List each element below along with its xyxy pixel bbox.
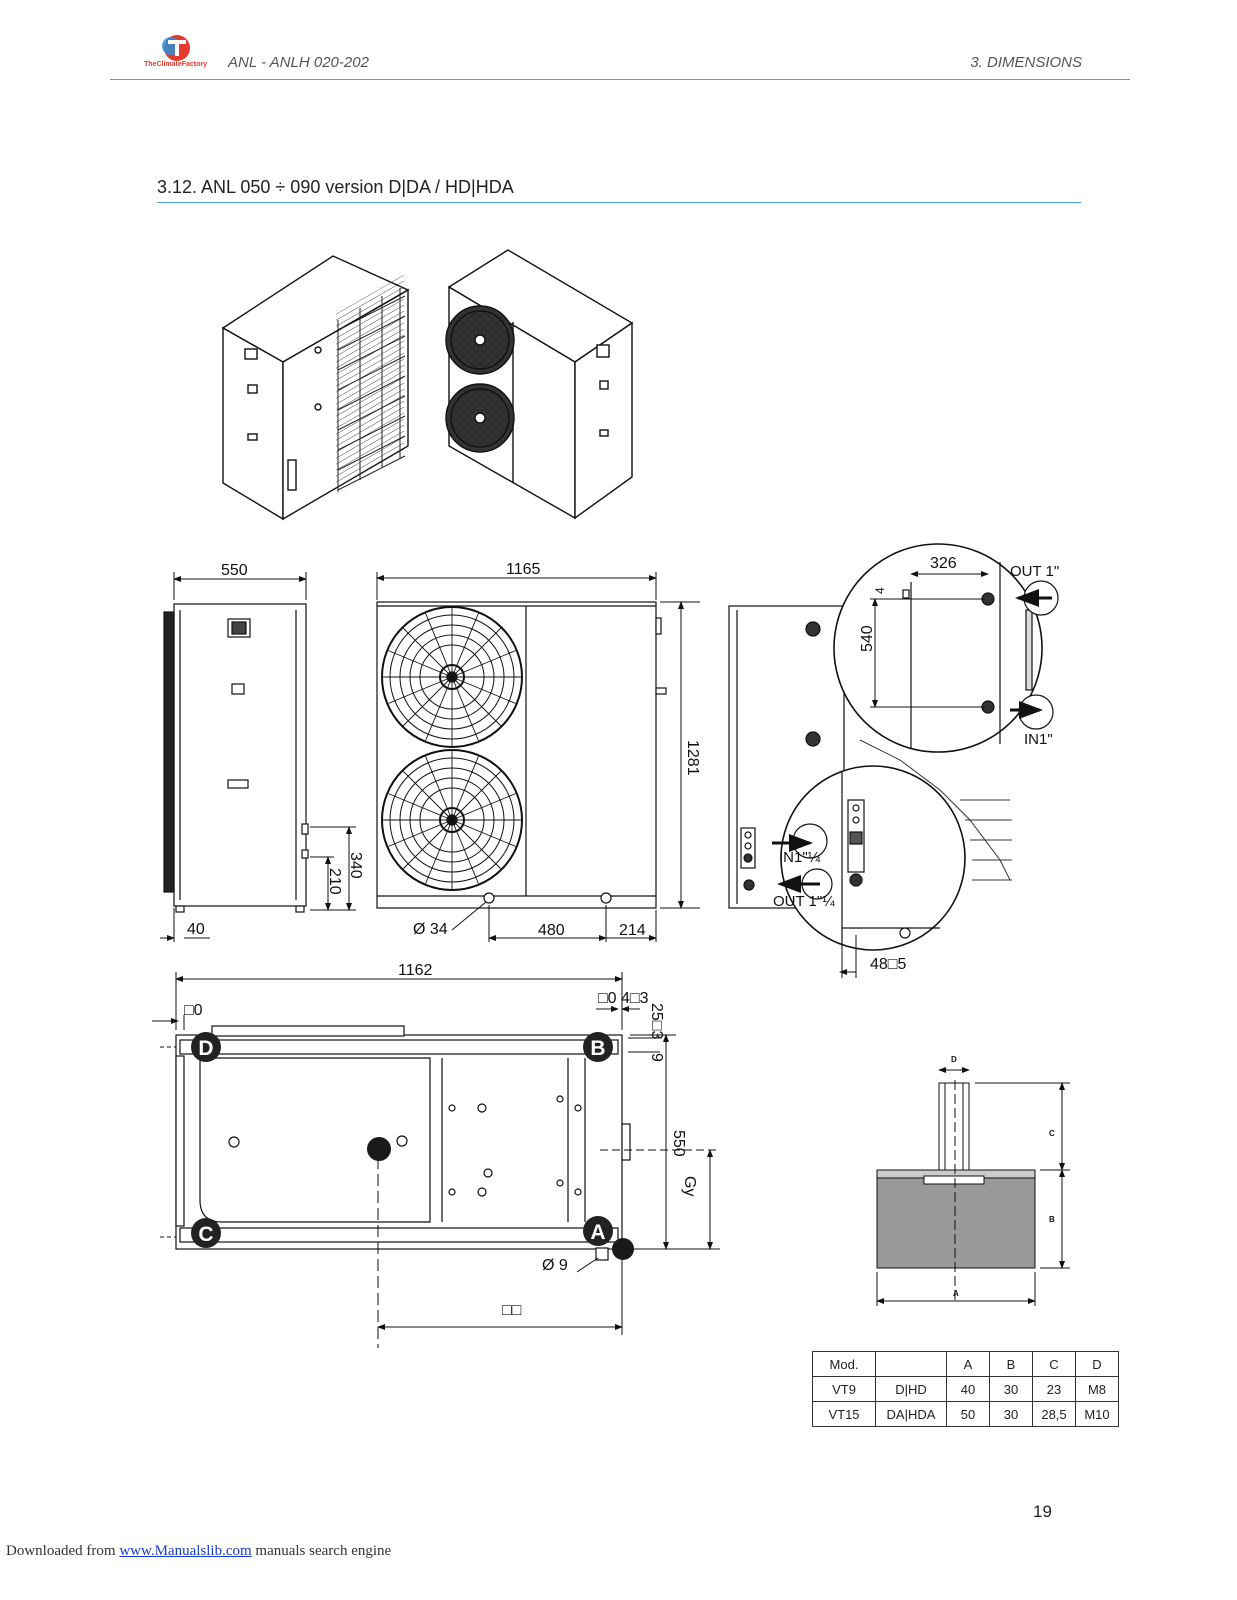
anchor-badge-c: C: [191, 1218, 221, 1248]
mount-specs-table: Mod. A B C D VT9 D|HD 40 30 23 M8 VT15 D…: [812, 1351, 1119, 1427]
origin-marker: [612, 1238, 634, 1260]
center-of-gravity-marker: [367, 1137, 391, 1161]
table-cell: M10: [1075, 1401, 1119, 1427]
dim-plan-depth: 550: [670, 1130, 687, 1157]
table-header-cell: D: [1075, 1351, 1119, 1377]
dim-plan-gx: □□: [502, 1302, 522, 1319]
table-cell: DA|HDA: [875, 1401, 947, 1427]
flow-arrows: [772, 589, 1052, 893]
table-cell: D|HD: [875, 1376, 947, 1402]
footer-suffix: manuals search engine: [251, 1543, 392, 1559]
table-header-cell: C: [1032, 1351, 1076, 1377]
page-number: 19: [1033, 1502, 1052, 1521]
table-header-cell: [875, 1351, 947, 1377]
table-cell: VT9: [812, 1376, 876, 1402]
label-out-1: OUT 1": [1010, 563, 1059, 580]
connection-view: [728, 543, 1059, 951]
dim-inlet-height: 340: [347, 852, 364, 879]
label-in-1: IN1": [1024, 731, 1053, 748]
table-row: VT15 DA|HDA 50 30 28,5 M10: [812, 1401, 1119, 1427]
vibration-mount: [876, 1067, 1070, 1306]
isometric-view-front: [445, 249, 634, 520]
label-in-1-1-4: IN1"¼: [779, 849, 821, 866]
dim-front-width: 1165: [506, 561, 541, 578]
table-header-cell: Mod.: [812, 1351, 876, 1377]
climate-factory-logo: [162, 35, 190, 61]
dim-detail-48-5: 48□5: [870, 956, 906, 973]
table-cell: 50: [946, 1401, 990, 1427]
mount-label-b: B: [1049, 1215, 1055, 1224]
dim-plan-25: 25□3: [648, 1003, 665, 1039]
anchor-label-b: B: [590, 1037, 605, 1060]
section-divider: [157, 202, 1081, 203]
document-title: ANL - ANLH 020-202: [228, 54, 369, 71]
mount-labels: D A B C: [951, 1055, 1055, 1298]
label-out-1-1-4: OUT 1"¼: [773, 893, 835, 910]
section-label: 3. DIMENSIONS: [970, 54, 1082, 71]
table-cell: 28,5: [1032, 1401, 1076, 1427]
front-view: [376, 601, 667, 909]
dim-plan-04-3: □0 4□3: [598, 990, 649, 1007]
mount-label-d: D: [951, 1055, 957, 1064]
manualslib-link[interactable]: www.Manualslib.com: [119, 1543, 252, 1559]
anchor-badge-d: D: [191, 1032, 221, 1062]
dim-height: 1281: [684, 740, 701, 776]
dim-detail-540: 540: [859, 625, 876, 652]
table-cell: VT15: [812, 1401, 876, 1427]
dim-plan-9: 9: [648, 1053, 665, 1062]
table-cell: 30: [989, 1376, 1033, 1402]
anchor-label-c: C: [198, 1223, 213, 1246]
side-view: [163, 603, 309, 913]
dimension-labels: 550 1165 1281 340 210 40 Ø 34 480 214 32…: [184, 555, 1059, 1319]
dim-detail-4: 4: [873, 587, 887, 594]
table-header-cell: A: [946, 1351, 990, 1377]
dim-drain-diameter: Ø 34: [413, 921, 448, 938]
dim-base-480: 480: [538, 922, 565, 939]
anchor-badge-a: A: [583, 1216, 613, 1246]
footer-prefix: Downloaded from: [6, 1543, 120, 1559]
dim-outlet-height: 210: [326, 868, 343, 895]
table-header-row: Mod. A B C D: [812, 1351, 1119, 1377]
dim-plan-gy: Gy: [681, 1176, 698, 1196]
plan-dimension-lines: [152, 972, 720, 1348]
dim-side-width: 550: [221, 562, 248, 579]
table-row: VT9 D|HD 40 30 23 M8: [812, 1376, 1119, 1402]
dimension-lines: [160, 571, 989, 978]
mount-label-a: A: [953, 1289, 959, 1298]
table-header-cell: B: [989, 1351, 1033, 1377]
anchor-badge-b: B: [583, 1032, 613, 1062]
mount-label-c: C: [1049, 1129, 1055, 1138]
dim-plan-width: 1162: [398, 962, 433, 979]
table-cell: M8: [1075, 1376, 1119, 1402]
anchor-label-d: D: [198, 1037, 213, 1060]
dim-plan-hole: Ø 9: [542, 1257, 568, 1274]
dim-foot-offset: 40: [187, 921, 205, 938]
dim-detail-326: 326: [930, 555, 957, 572]
table-cell: 30: [989, 1401, 1033, 1427]
header-divider: [110, 79, 1130, 80]
footer: Downloaded from www.Manualslib.com manua…: [6, 1543, 391, 1560]
table-cell: 23: [1032, 1376, 1076, 1402]
section-title: 3.12. ANL 050 ÷ 090 version D|DA / HD|HD…: [157, 177, 514, 197]
anchor-label-a: A: [590, 1221, 605, 1244]
plan-view: [175, 1025, 631, 1261]
dim-plan-0: □0: [184, 1002, 203, 1019]
table-cell: 40: [946, 1376, 990, 1402]
dim-base-214: 214: [619, 922, 646, 939]
isometric-view-rear: [221, 255, 410, 521]
logo-text: TheClimateFactory: [144, 61, 208, 68]
